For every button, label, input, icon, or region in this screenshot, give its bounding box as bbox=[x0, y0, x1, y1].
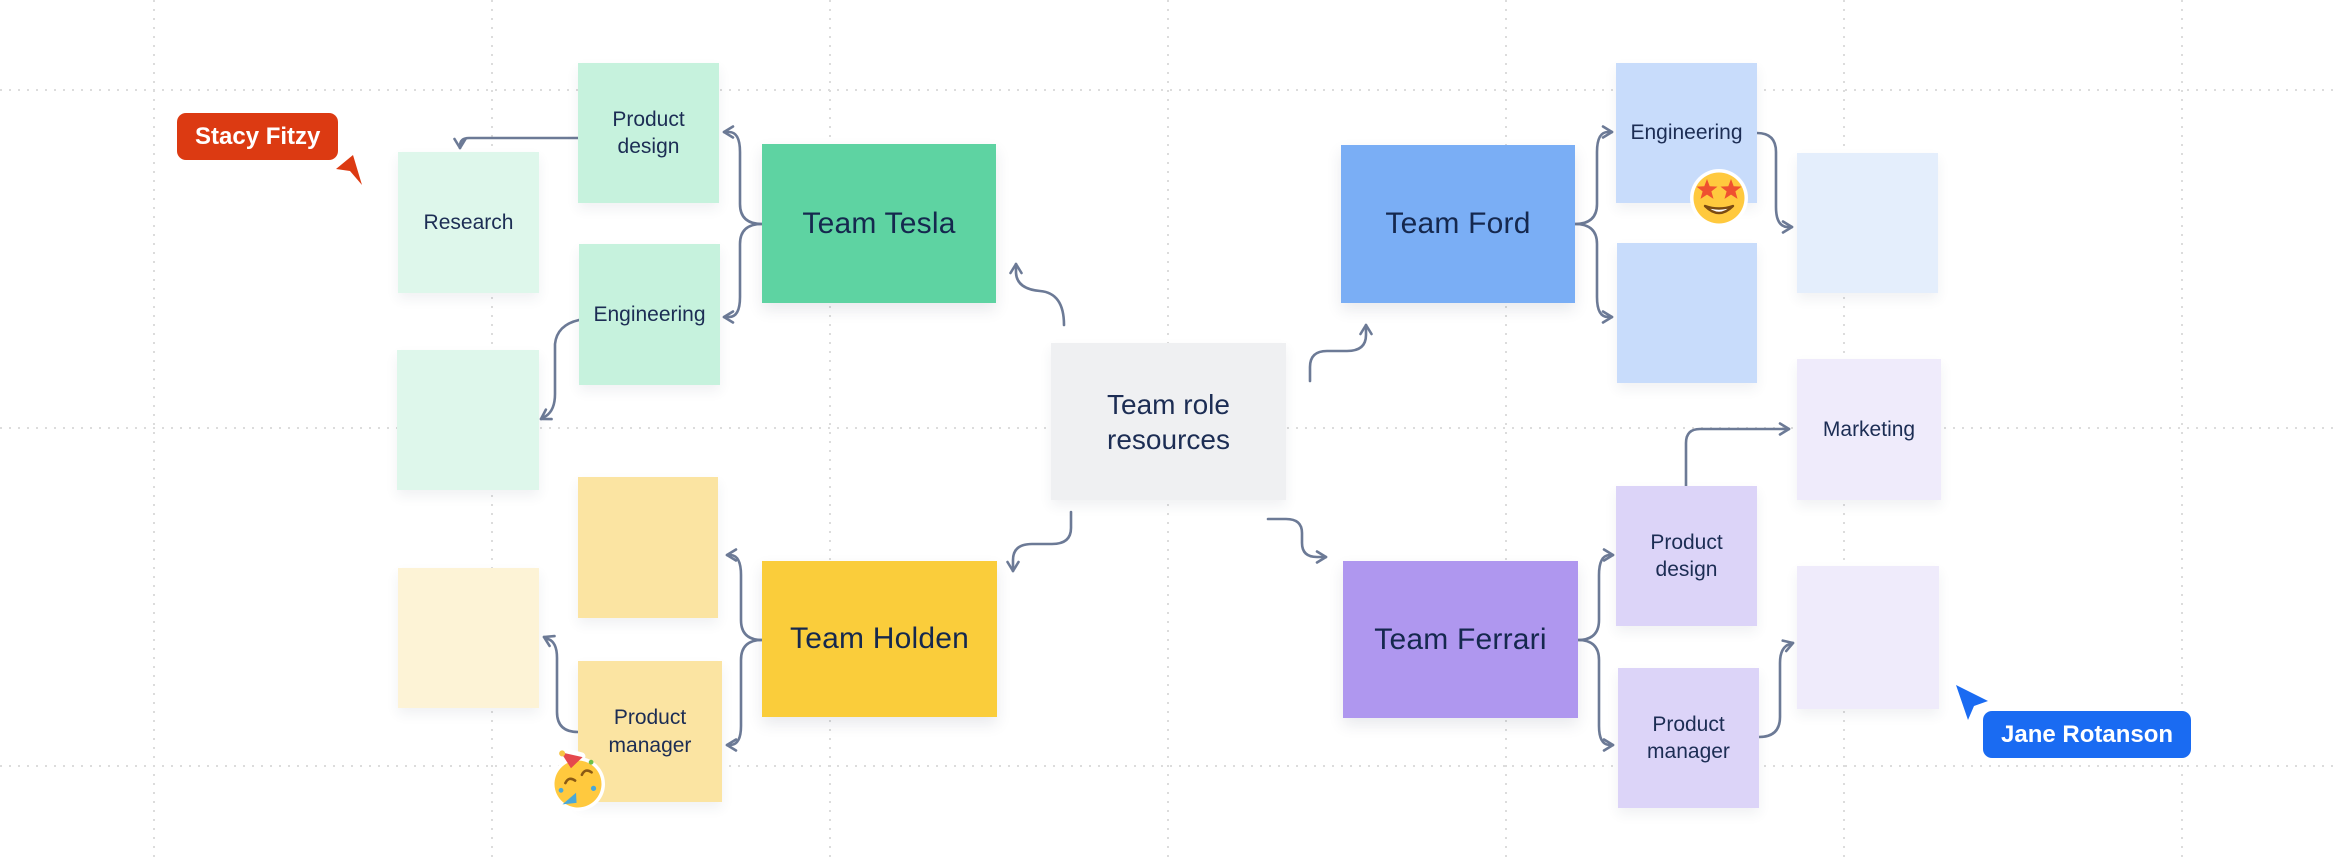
connector-ford-to-engineering[interactable] bbox=[1573, 125, 1614, 226]
sticky-note-product-manager-ferrari[interactable]: Product manager bbox=[1618, 668, 1759, 808]
team-label: Team Ferrari bbox=[1374, 622, 1547, 656]
connector-tesla-to-engineering[interactable] bbox=[722, 222, 764, 324]
connector-tesla-to-product-design[interactable] bbox=[722, 125, 764, 226]
sticky-note-empty-holden-left[interactable] bbox=[398, 568, 539, 708]
grid-line bbox=[1505, 0, 1507, 860]
grid-line bbox=[0, 89, 2336, 91]
team-label: Team Holden bbox=[790, 622, 969, 655]
connector-ford-to-empty-note[interactable] bbox=[1573, 222, 1614, 324]
team-ford-shape[interactable]: Team Ford bbox=[1341, 145, 1575, 303]
sticky-note-empty-ford-right[interactable] bbox=[1797, 153, 1938, 293]
team-ferrari-shape[interactable]: Team Ferrari bbox=[1343, 561, 1578, 718]
sticky-note-empty-ford[interactable] bbox=[1617, 243, 1757, 383]
cursor-name: Stacy Fitzy bbox=[195, 122, 321, 150]
sticky-note-product-design-ferrari[interactable]: Product design bbox=[1616, 486, 1757, 626]
cursor-name: Jane Rotanson bbox=[2001, 720, 2174, 748]
sticky-note-empty-tesla[interactable] bbox=[397, 350, 539, 490]
center-topic-label: Team role resources bbox=[1107, 388, 1230, 455]
connector-holden-to-product-manager[interactable] bbox=[725, 638, 764, 752]
team-tesla-shape[interactable]: Team Tesla bbox=[762, 144, 996, 303]
connector-product-design-to-marketing[interactable] bbox=[1684, 422, 1791, 488]
connector-center-to-ferrari[interactable] bbox=[1266, 517, 1328, 564]
note-label: Product manager bbox=[1647, 712, 1730, 763]
sticky-note-engineering-tesla[interactable]: Engineering bbox=[579, 244, 720, 385]
note-label: Product design bbox=[612, 107, 685, 158]
grid-line bbox=[2181, 0, 2183, 860]
grid-line bbox=[153, 0, 155, 860]
sticky-note-empty-holden-top[interactable] bbox=[578, 477, 718, 618]
connector-center-to-ford[interactable] bbox=[1308, 323, 1373, 383]
grid-line bbox=[829, 0, 831, 860]
sticky-note-marketing[interactable]: Marketing bbox=[1797, 359, 1941, 500]
team-holden-shape[interactable]: Team Holden bbox=[762, 561, 997, 717]
team-label: Team Tesla bbox=[802, 206, 956, 240]
connector-product-manager-to-pale-note[interactable] bbox=[542, 634, 580, 734]
note-label: Research bbox=[423, 210, 514, 234]
connector-ferrari-to-product-design[interactable] bbox=[1576, 548, 1615, 642]
connector-product-manager-to-empty-note[interactable] bbox=[1757, 639, 1795, 739]
connector-engineering-ford-to-empty-note[interactable] bbox=[1755, 131, 1794, 234]
connector-engineering-to-empty-note[interactable] bbox=[539, 318, 581, 421]
grid-line bbox=[0, 765, 2336, 767]
connector-product-design-to-research[interactable] bbox=[453, 136, 580, 150]
center-topic-shape[interactable]: Team role resources bbox=[1051, 343, 1286, 500]
stacy-cursor-label: Stacy Fitzy bbox=[177, 113, 339, 160]
sticky-note-product-design-tesla[interactable]: Product design bbox=[578, 63, 719, 203]
connector-center-to-tesla[interactable] bbox=[1009, 262, 1066, 327]
jane-cursor-label: Jane Rotanson bbox=[1983, 711, 2192, 758]
sticky-note-empty-ferrari-right[interactable] bbox=[1797, 566, 1939, 709]
stacy-cursor-icon bbox=[336, 155, 362, 185]
jane-cursor-icon bbox=[1956, 685, 1988, 720]
star-struck-emoji[interactable] bbox=[1679, 164, 1759, 234]
connector-ferrari-to-product-manager[interactable] bbox=[1576, 638, 1615, 752]
note-label: Engineering bbox=[593, 302, 706, 326]
note-label: Engineering bbox=[1630, 121, 1743, 145]
connector-center-to-holden[interactable] bbox=[1006, 510, 1073, 573]
note-label: Product design bbox=[1650, 530, 1723, 581]
sticky-note-research[interactable]: Research bbox=[398, 152, 539, 293]
connector-holden-to-empty-note[interactable] bbox=[725, 548, 764, 642]
note-label: Marketing bbox=[1822, 417, 1916, 441]
team-label: Team Ford bbox=[1385, 207, 1531, 240]
note-label: Product manager bbox=[608, 706, 692, 757]
partying-face-emoji[interactable] bbox=[540, 742, 620, 822]
